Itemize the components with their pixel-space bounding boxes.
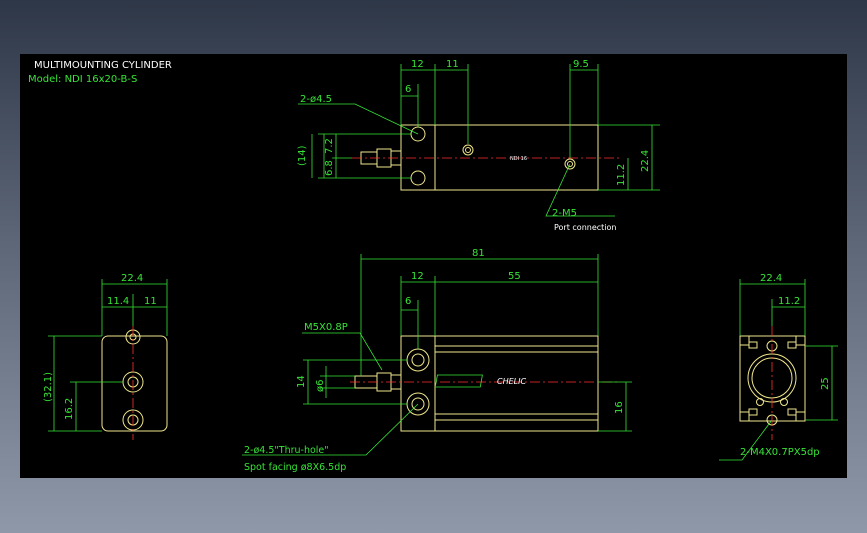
dim-right-22-4: 22.4 bbox=[760, 273, 782, 284]
dim-top-6: 6 bbox=[405, 84, 411, 95]
dim-right-25: 25 bbox=[820, 377, 831, 390]
dim-top-11: 11 bbox=[446, 59, 459, 70]
front-view-hole-lower bbox=[411, 397, 425, 411]
dim-left-16-2: 16.2 bbox=[64, 398, 75, 420]
dim-top-7-2: 7.2 bbox=[324, 138, 335, 154]
top-view-hole-label: 2-ø4.5 bbox=[300, 94, 332, 105]
dim-left-22-4: 22.4 bbox=[121, 273, 143, 284]
top-view-body-mark: NDI 16 bbox=[510, 156, 527, 162]
thread-label: M5X0.8P bbox=[304, 322, 348, 333]
drawing-svg: MULTIMOUNTING CYLINDER Model: NDI 16x20-… bbox=[28, 59, 838, 473]
left-view: 22.4 11.4 11 (32.1) 16.2 bbox=[43, 273, 168, 440]
dim-front-16: 16 bbox=[614, 401, 625, 414]
brand-plate bbox=[434, 374, 483, 388]
dim-right-11-2: 11.2 bbox=[778, 296, 800, 307]
left-view-body bbox=[101, 335, 168, 432]
dim-top-9-5: 9.5 bbox=[573, 59, 589, 70]
drawing-title: MULTIMOUNTING CYLINDER bbox=[34, 60, 172, 71]
right-view-tap-right bbox=[780, 398, 788, 406]
dim-left-32-1: (32.1) bbox=[43, 372, 54, 402]
tap-label: 2-M4X0.7PX5dp bbox=[740, 447, 820, 458]
top-view-body bbox=[400, 124, 599, 191]
dim-front-12: 12 bbox=[411, 271, 424, 282]
top-view-port-label: 2-M5 bbox=[552, 208, 577, 219]
front-view-spot-face-upper bbox=[406, 348, 430, 372]
brand-label: CHELIC bbox=[497, 377, 526, 386]
spot-facing-label: Spot facing ø8X6.5dp bbox=[244, 462, 346, 473]
dim-front-55: 55 bbox=[508, 271, 521, 282]
dim-front-14: 14 bbox=[296, 375, 307, 388]
right-view-tap-left bbox=[756, 398, 764, 406]
dim-top-12: 12 bbox=[411, 59, 424, 70]
dim-top-14: (14) bbox=[297, 145, 308, 166]
dim-front-dia-6: ø6 bbox=[315, 380, 326, 392]
dim-left-11: 11 bbox=[144, 296, 157, 307]
top-view-mount-hole-lower bbox=[410, 170, 426, 186]
top-view-port-left bbox=[462, 144, 474, 156]
dim-top-6-8: 6.8 bbox=[324, 160, 335, 176]
front-view-hole-label: 2-ø4.5"Thru-hole" bbox=[244, 445, 329, 456]
top-view-port-left-inner bbox=[465, 147, 471, 153]
front-view-hole-upper bbox=[411, 353, 425, 367]
dim-front-6: 6 bbox=[405, 296, 411, 307]
top-view-port-note: Port connection bbox=[554, 223, 616, 232]
dim-top-22-4: 22.4 bbox=[640, 150, 651, 172]
top-view: NDI 16 12 11 9.5 6 (14) 6.8 7.2 11.2 22.… bbox=[297, 59, 660, 232]
top-view-port-right bbox=[564, 158, 576, 170]
right-view-body bbox=[739, 335, 806, 422]
dim-top-11-2: 11.2 bbox=[616, 164, 627, 186]
dim-left-11-4: 11.4 bbox=[107, 296, 129, 307]
cad-drawing-canvas: MULTIMOUNTING CYLINDER Model: NDI 16x20-… bbox=[20, 54, 847, 478]
front-view: CHELIC 81 12 55 6 14 ø6 16 M5X0.8P 2-ø4.… bbox=[242, 248, 632, 473]
model-label: Model: NDI 16x20-B-S bbox=[28, 74, 137, 85]
top-view-port-right-inner bbox=[567, 161, 573, 167]
dim-front-81: 81 bbox=[472, 248, 485, 259]
right-view: 22.4 11.2 25 2-M4X0.7PX5dp bbox=[719, 273, 838, 461]
